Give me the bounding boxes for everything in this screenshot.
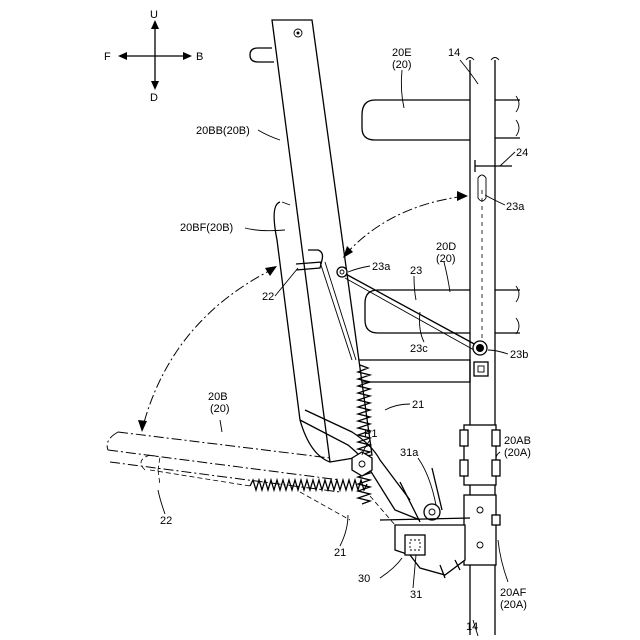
label-31: 31 (410, 589, 422, 601)
label-20bf: 20BF(20B) (180, 222, 233, 234)
label-23a-right: 23a (506, 201, 525, 213)
direction-up-label: U (150, 9, 158, 21)
label-23a-center: 23a (372, 261, 391, 273)
direction-front-label: F (104, 51, 111, 63)
label-14-top: 14 (448, 47, 460, 59)
seat-20e (362, 96, 520, 140)
label-30: 30 (358, 573, 370, 585)
label-22-top: 22 (262, 291, 274, 303)
lock-mechanism-30 (380, 504, 470, 578)
direction-down-label: D (150, 92, 158, 104)
label-23c: 23c (410, 343, 428, 355)
label-20af: 20AF (500, 587, 527, 599)
backrest-20bb (250, 20, 372, 462)
label-20b-paren: (20) (210, 403, 230, 415)
label-22-bottom: 22 (160, 515, 172, 527)
label-p1: P1 (364, 428, 377, 440)
label-20ab-paren: (20A) (504, 447, 531, 459)
label-20d: 20D (436, 241, 456, 253)
label-21-bottom: 21 (334, 547, 346, 559)
label-20e: 20E (392, 47, 412, 59)
label-23: 23 (410, 265, 422, 277)
label-20af-paren: (20A) (500, 599, 527, 611)
label-20b: 20B (208, 391, 228, 403)
label-24: 24 (516, 147, 528, 159)
label-20ab: 20AB (504, 435, 531, 447)
label-14-bottom: 14 (466, 621, 478, 633)
label-31a: 31a (400, 447, 419, 459)
label-21-top: 21 (412, 399, 424, 411)
label-20d-paren: (20) (436, 253, 456, 265)
label-20e-paren: (20) (392, 59, 412, 71)
label-20bb: 20BB(20B) (196, 125, 250, 137)
pivot-arm (300, 410, 442, 522)
direction-back-label: B (196, 51, 203, 63)
label-23b: 23b (510, 349, 528, 361)
direction-compass: U D F B (104, 9, 203, 104)
